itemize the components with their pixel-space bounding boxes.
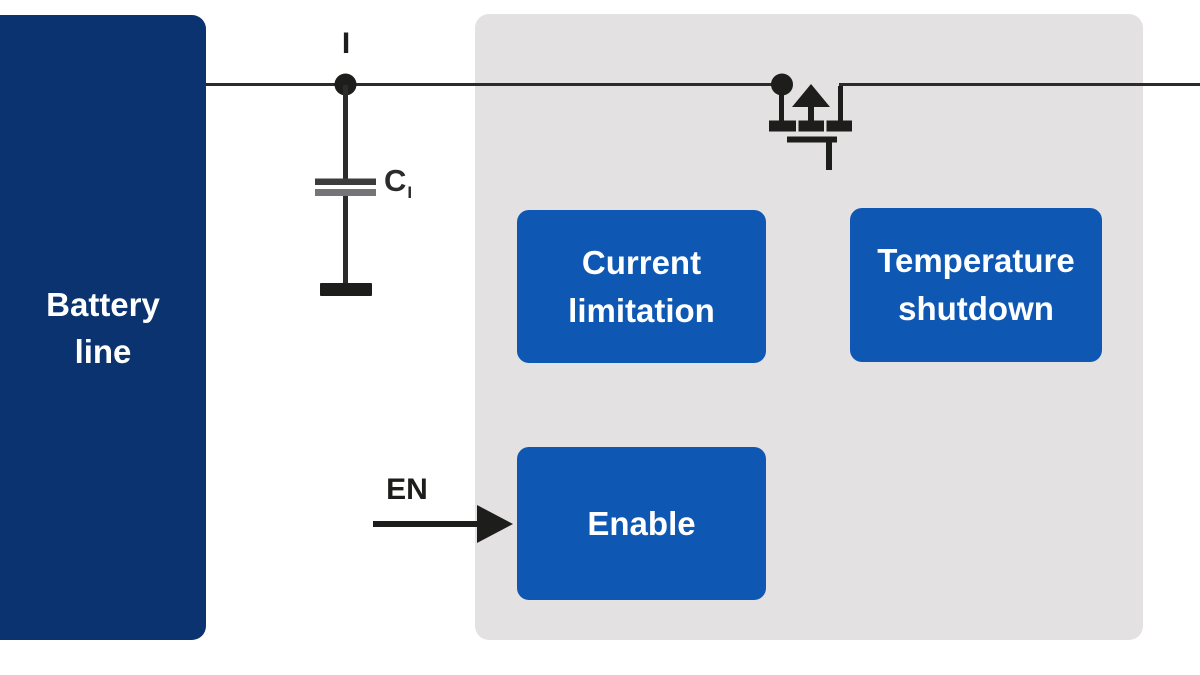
battery-label-line2: line (74, 332, 132, 370)
capacitor-plate-bottom (315, 189, 376, 196)
ground-icon (320, 283, 372, 296)
capacitor-subscript: I (407, 183, 413, 202)
current-limitation-line1: Current (581, 243, 702, 281)
capacitor-label: CI (384, 163, 412, 203)
temperature-shutdown-line1: Temperature (877, 242, 1075, 279)
capacitor-symbol-letter: C (384, 163, 407, 198)
capacitor-plate-top (315, 178, 376, 185)
enable-pin-label: EN (386, 473, 428, 506)
temperature-shutdown-block: Temperature shutdown (850, 208, 1102, 362)
enable-block-label: Enable (587, 504, 696, 542)
battery-line-block: Battery line (0, 15, 206, 640)
junction-dot-input (334, 73, 357, 96)
current-limitation-block: Current limitation (517, 210, 766, 363)
input-pin-label: I (341, 27, 351, 60)
current-limitation-line2: limitation (568, 291, 715, 329)
temperature-shutdown-line2: shutdown (898, 290, 1054, 327)
enable-block: Enable (517, 447, 766, 600)
battery-label-line1: Battery (46, 285, 160, 323)
